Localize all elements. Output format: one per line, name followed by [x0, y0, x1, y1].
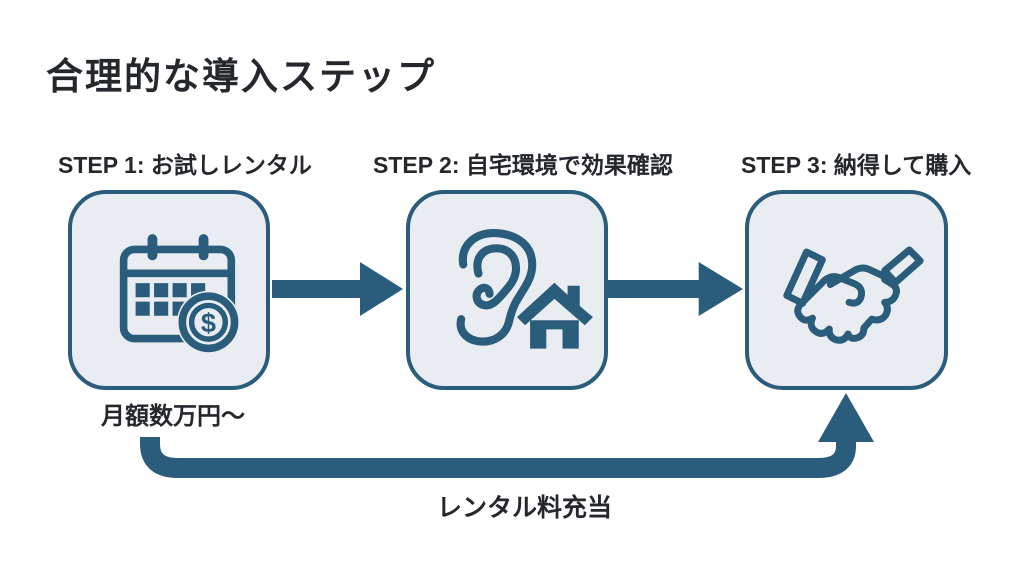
step2-card: [406, 190, 608, 390]
step1-label: STEP 1: お試しレンタル: [58, 152, 312, 178]
calendar-money-icon: $: [119, 234, 240, 354]
arrow-step1-to-step2-icon: [272, 262, 403, 316]
arrow-step2-to-step3-icon: [608, 262, 743, 316]
handshake-icon: [783, 246, 924, 344]
step1-card: $: [68, 190, 270, 390]
step3-card: [745, 190, 948, 390]
return-arrow-label: レンタル料充当: [437, 494, 613, 522]
ear-home-icon: [456, 229, 593, 349]
step3-label: STEP 3: 納得して購入: [741, 152, 972, 178]
page-title: 合理的な導入ステップ: [46, 56, 436, 97]
step1-price-note: 月額数万円〜: [101, 403, 245, 430]
step2-label: STEP 2: 自宅環境で効果確認: [373, 152, 673, 178]
dollar-symbol: $: [201, 307, 216, 338]
